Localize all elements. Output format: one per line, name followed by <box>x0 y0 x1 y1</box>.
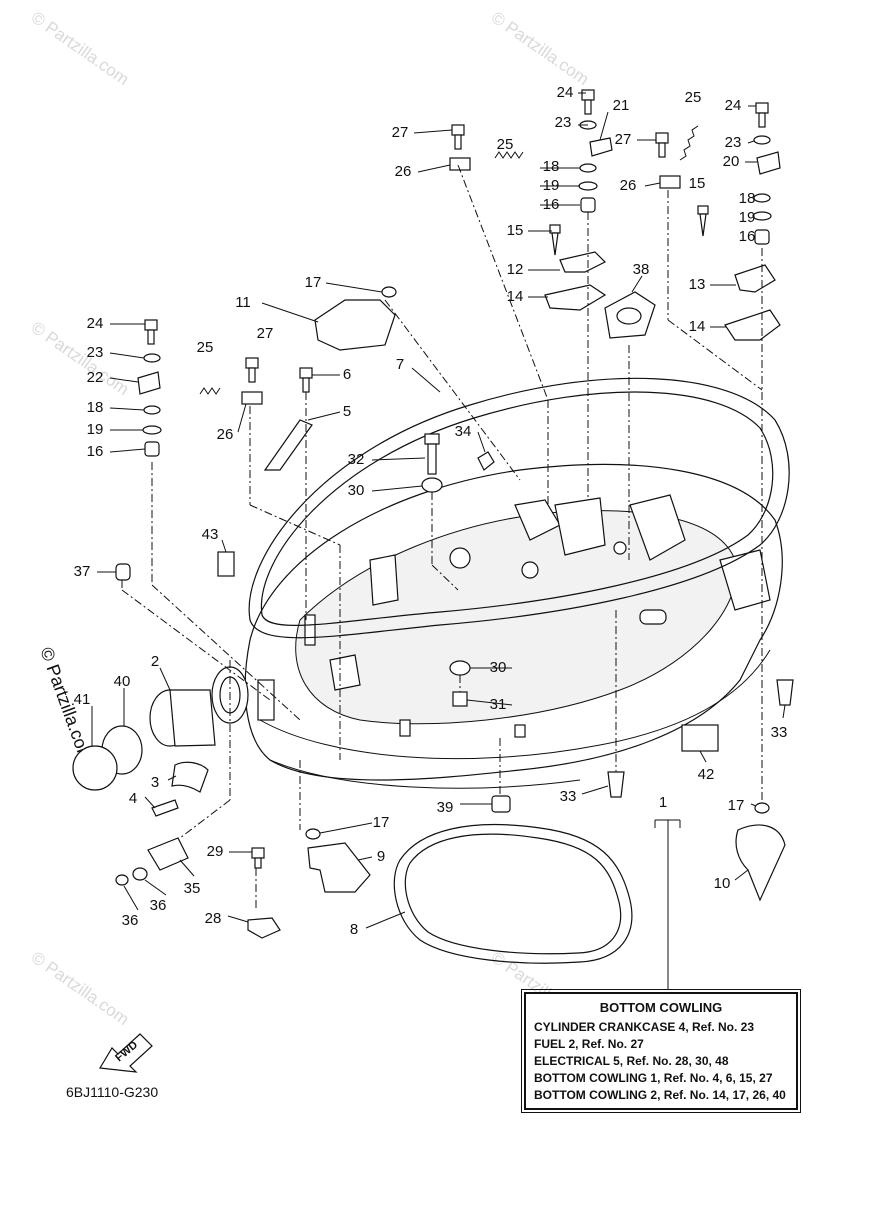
legend-row: BOTTOM COWLING 1, Ref. No. 4, 6, 15, 27 <box>534 1071 773 1085</box>
callout-label: 7 <box>396 356 404 373</box>
callout-label: 39 <box>437 799 454 816</box>
watermark-text: © Partzilla.com <box>488 8 593 89</box>
callout-label: 19 <box>739 209 756 226</box>
callout-label: 22 <box>87 369 104 386</box>
callout-label: 38 <box>633 261 650 278</box>
callout-label: 33 <box>771 724 788 741</box>
callout-label: 27 <box>615 131 632 148</box>
callout-label: 5 <box>343 403 351 420</box>
callout-label: 29 <box>207 843 224 860</box>
legend-title: BOTTOM COWLING <box>599 1000 723 1015</box>
callout-label: 30 <box>348 482 365 499</box>
callout-label: 1 <box>659 794 667 811</box>
callout-label: 35 <box>184 880 201 897</box>
callout-label: 8 <box>350 921 358 938</box>
callout-label: 11 <box>235 294 251 311</box>
callout-label: 17 <box>305 274 322 291</box>
small-parts <box>72 89 794 939</box>
callout-label: 36 <box>150 897 167 914</box>
watermark-text: © Partzilla.com <box>28 8 133 89</box>
callout-label: 31 <box>490 696 507 713</box>
legend-row: ELECTRICAL 5, Ref. No. 28, 30, 48 <box>534 1054 729 1068</box>
callout-label: 23 <box>555 114 572 131</box>
callout-label: 9 <box>377 848 385 865</box>
reference-legend: BOTTOM COWLING CYLINDER CRANKCASE 4, Ref… <box>521 989 801 1113</box>
callout-label: 17 <box>728 797 745 814</box>
callout-label: 27 <box>257 325 274 342</box>
callout-label: 14 <box>689 318 706 335</box>
callout-label: 15 <box>507 222 524 239</box>
watermark-text: © Partzilla.com <box>28 948 133 1029</box>
callout-label: 19 <box>543 177 560 194</box>
callout-label: 24 <box>87 315 104 332</box>
callout-label: 26 <box>395 163 412 180</box>
callout-label: 16 <box>739 228 756 245</box>
callout-label: 3 <box>151 774 159 791</box>
callout-label: 37 <box>74 563 91 580</box>
fwd-arrow: FWD <box>99 1033 153 1073</box>
callout-label: 23 <box>725 134 742 151</box>
callout-label: 10 <box>714 875 731 892</box>
drawing-code: 6BJ1110-G230 <box>66 1084 159 1100</box>
callout-label: 32 <box>348 451 365 468</box>
leader-lines <box>91 92 786 990</box>
callout-label: 30 <box>490 659 507 676</box>
callout-label: 33 <box>560 788 577 805</box>
callout-label: 13 <box>689 276 706 293</box>
callout-label: 19 <box>87 421 104 438</box>
callout-label: 27 <box>392 124 409 141</box>
callout-label: 12 <box>507 261 524 278</box>
callout-label: 25 <box>497 136 514 153</box>
legend-row: FUEL 2, Ref. No. 27 <box>534 1037 644 1051</box>
callout-label: 41 <box>74 691 91 708</box>
callout-label: 18 <box>543 158 560 175</box>
callout-label: 18 <box>87 399 104 416</box>
callout-label: 15 <box>689 175 706 192</box>
lower-seal <box>393 823 633 964</box>
callout-label: 26 <box>620 177 637 194</box>
legend-row: BOTTOM COWLING 2, Ref. No. 14, 17, 26, 4… <box>534 1088 786 1102</box>
callout-label: 6 <box>343 366 351 383</box>
callout-label: 2 <box>151 653 159 670</box>
callout-label: 18 <box>739 190 756 207</box>
callout-label: 4 <box>129 790 137 807</box>
watermark-text: © Partzilla.com <box>28 318 133 399</box>
callout-label: 16 <box>543 196 560 213</box>
callout-label: 24 <box>557 84 574 101</box>
callout-label: 24 <box>725 97 742 114</box>
callout-label: 26 <box>217 426 234 443</box>
callout-label: 34 <box>455 423 472 440</box>
callout-label: 23 <box>87 344 104 361</box>
callout-label: 36 <box>122 912 139 929</box>
callout-label: 43 <box>202 526 219 543</box>
callout-label: 20 <box>723 153 740 170</box>
callout-label: 40 <box>114 673 131 690</box>
callout-label: 42 <box>698 766 715 783</box>
callout-label: 17 <box>373 814 390 831</box>
top-seal <box>248 377 790 639</box>
legend-row: CYLINDER CRANKCASE 4, Ref. No. 23 <box>534 1020 755 1034</box>
callout-label: 25 <box>197 339 214 356</box>
callout-label: 25 <box>685 89 702 106</box>
callout-label: 28 <box>205 910 222 927</box>
callout-label: 21 <box>613 97 630 114</box>
bottom-cowling-body <box>211 463 783 789</box>
callout-label: 14 <box>507 288 524 305</box>
callout-label: 16 <box>87 443 104 460</box>
